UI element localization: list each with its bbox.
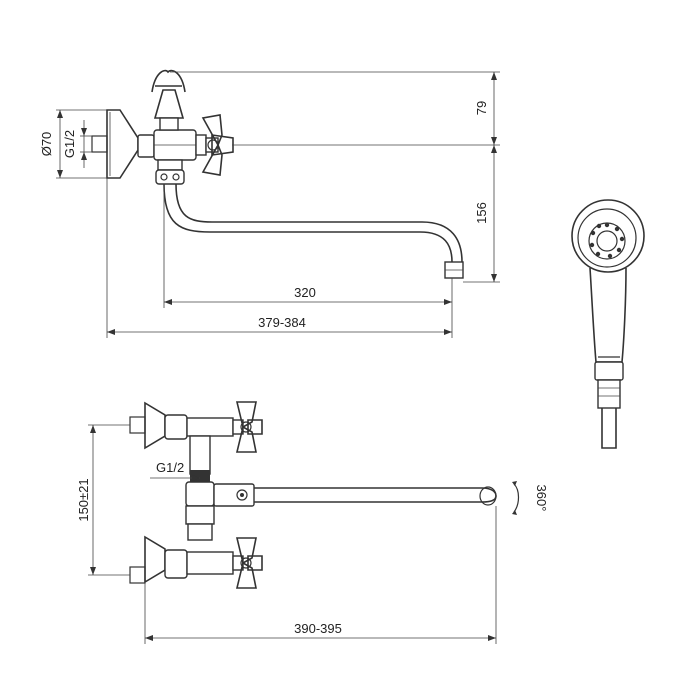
shower-nozzles xyxy=(589,222,625,259)
side-cross-handle xyxy=(201,114,234,176)
dim-total-length-label: 390-395 xyxy=(294,621,342,636)
dim-flange-lines xyxy=(56,109,107,179)
dim-inlet-thread-label: G1/2 xyxy=(62,130,77,158)
dim-rotation-label: 360° xyxy=(534,485,549,512)
top-lower-valve xyxy=(129,535,263,589)
side-view: 79 156 Ø70 G1/2 320 xyxy=(39,69,500,338)
dim-total-length-lines xyxy=(144,506,497,644)
dim-outlet-thread-label: G1/2 xyxy=(156,460,184,475)
dim-79-label: 79 xyxy=(474,101,489,115)
dim-reach-lines xyxy=(106,178,453,338)
side-spout xyxy=(163,183,464,279)
dim-outlet-thread-leader xyxy=(150,475,200,481)
side-wall-flange xyxy=(91,109,139,179)
dim-diameter-label: Ø70 xyxy=(39,132,54,157)
dim-total-reach-label: 379-384 xyxy=(258,315,306,330)
dim-320-label: 320 xyxy=(294,285,316,300)
hand-shower xyxy=(571,199,645,449)
dim-center-distance-label: 150±21 xyxy=(76,478,91,521)
top-diverter-body xyxy=(185,470,497,541)
top-view: 150±21 G1/2 360° 390-395 xyxy=(76,401,549,644)
dim-156-label: 156 xyxy=(474,202,489,224)
side-mixer-body xyxy=(137,69,207,185)
top-upper-valve xyxy=(129,401,263,475)
dim-center-lines xyxy=(88,424,130,576)
rotation-arrow-icon xyxy=(512,481,520,515)
dim-height-lines xyxy=(170,71,500,283)
